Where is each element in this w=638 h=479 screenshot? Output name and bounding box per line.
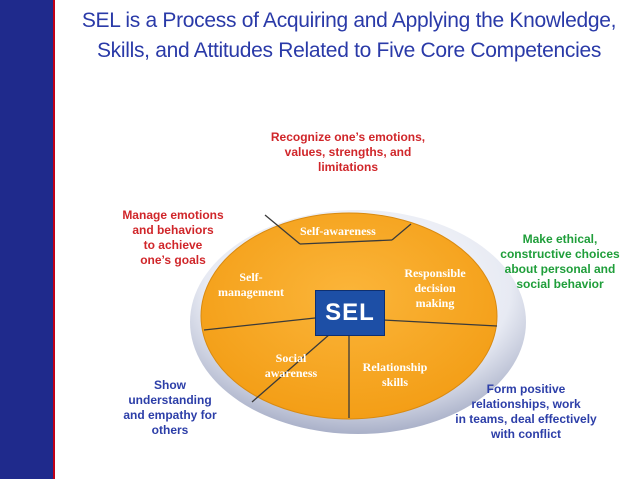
note-relationship-skills: Form positive relationships, work in tea…: [436, 382, 616, 442]
segment-responsible-line-3: making: [415, 296, 455, 310]
wheel-dividers: [203, 214, 498, 418]
note-self-management-line-3: to achieve: [143, 238, 203, 252]
note-relationship-line-1: Form positive: [486, 382, 566, 396]
note-responsible-line-3: about personal and: [504, 262, 616, 276]
segment-self-management-line-2: management: [218, 285, 284, 299]
note-self-awareness-line-3: limitations: [317, 160, 378, 174]
segment-social-line-1: Social: [275, 351, 307, 365]
note-self-management-line-1: Manage emotions: [122, 208, 224, 222]
note-social-line-1: Show: [154, 378, 186, 392]
segment-responsible-decision: Responsible decision making: [395, 266, 475, 311]
note-relationship-line-2: relationships, work: [471, 397, 581, 411]
divider-self-management: [203, 317, 316, 331]
note-social-awareness: Show understanding and empathy for other…: [108, 378, 232, 438]
note-responsible-line-1: Make ethical,: [522, 232, 598, 246]
note-responsible-decision: Make ethical, constructive choices about…: [490, 232, 630, 292]
note-responsible-line-4: social behavior: [516, 277, 604, 291]
title-line-2: Skills, and Attitudes Related to Five Co…: [96, 39, 602, 62]
note-self-management: Manage emotions and behaviors to achieve…: [108, 208, 238, 268]
segment-self-management-line-1: Self-: [239, 270, 263, 284]
note-social-line-2: understanding: [128, 393, 212, 407]
segment-relationship-line-1: Relationship: [362, 360, 428, 374]
divider-social: [251, 333, 331, 403]
note-social-line-4: others: [151, 423, 189, 437]
sel-center-box: SEL: [315, 290, 385, 336]
divider-self-awareness-right: [391, 223, 412, 241]
segment-social-awareness: Social awareness: [252, 351, 330, 381]
note-self-management-line-2: and behaviors: [132, 223, 214, 237]
divider-self-awareness-left: [264, 214, 301, 245]
segment-relationship-skills: Relationship skills: [350, 360, 440, 390]
slide-title: SEL is a Process of Acquiring and Applyi…: [60, 6, 638, 66]
sel-center-label: SEL: [325, 299, 375, 326]
segment-self-management: Self- management: [212, 270, 290, 300]
segment-self-awareness-text: Self-awareness: [300, 224, 376, 238]
sidebar-bar: [0, 0, 55, 479]
note-self-awareness-line-2: values, strengths, and: [284, 145, 412, 159]
segment-responsible-line-2: decision: [414, 281, 456, 295]
note-self-management-line-4: one’s goals: [140, 253, 206, 267]
segment-self-awareness: Self-awareness: [300, 224, 376, 239]
title-line-1: SEL is a Process of Acquiring and Applyi…: [81, 9, 617, 32]
note-self-awareness: Recognize one’s emotions, values, streng…: [252, 130, 444, 175]
note-relationship-line-4: with conflict: [491, 427, 561, 441]
note-self-awareness-line-1: Recognize one’s emotions,: [270, 130, 426, 144]
segment-relationship-line-2: skills: [381, 375, 408, 389]
note-responsible-line-2: constructive choices: [500, 247, 620, 261]
segment-responsible-line-1: Responsible: [404, 266, 466, 280]
segment-social-line-2: awareness: [264, 366, 318, 380]
note-social-line-3: and empathy for: [123, 408, 217, 422]
inner-divider-awareness: [299, 239, 393, 245]
note-relationship-line-3: in teams, deal effectively: [455, 412, 597, 426]
divider-responsible: [382, 319, 498, 327]
